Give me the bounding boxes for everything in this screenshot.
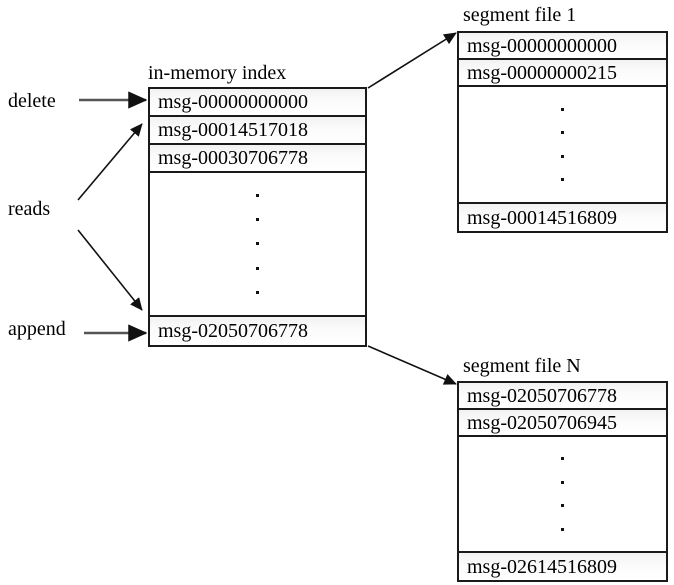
- arrow-reads-down-to-index: [77, 229, 143, 311]
- segment-row-label: msg-02614516809: [467, 555, 617, 578]
- index-row-label: msg-02050706778: [158, 320, 308, 342]
- in-memory-index-box: msg-00000000000 msg-00014517018 msg-0003…: [148, 87, 367, 347]
- in-memory-index-title: in-memory index: [148, 62, 287, 84]
- segment-row-label: msg-02050706945: [467, 411, 617, 434]
- segment-1-ellipsis-region: [459, 87, 666, 202]
- operation-label-append: append: [8, 318, 66, 340]
- vertical-ellipsis-icon: [459, 87, 666, 202]
- segment-row-label: msg-00000000000: [467, 34, 617, 57]
- arrow-index-to-segment-file-n: [367, 345, 457, 385]
- index-row-label: msg-00014517018: [158, 119, 308, 141]
- index-row-label: msg-00000000000: [158, 91, 308, 113]
- index-row[interactable]: msg-00030706778: [150, 145, 365, 173]
- arrow-reads-up-to-index: [77, 123, 143, 201]
- index-ellipsis-region: [150, 173, 365, 315]
- segment-row-last[interactable]: msg-02614516809: [459, 551, 666, 580]
- operation-label-delete: delete: [8, 90, 56, 112]
- segment-row[interactable]: msg-02050706778: [459, 383, 666, 410]
- operation-label-reads: reads: [8, 198, 51, 220]
- segment-row-label: msg-02050706778: [467, 384, 617, 407]
- segment-row[interactable]: msg-02050706945: [459, 410, 666, 437]
- segment-row-last[interactable]: msg-00014516809: [459, 202, 666, 231]
- segment-row-label: msg-00000000215: [467, 61, 617, 84]
- segment-n-ellipsis-region: [459, 437, 666, 551]
- segment-file-1-box: msg-00000000000 msg-00000000215 msg-0001…: [457, 31, 668, 233]
- vertical-ellipsis-icon: [459, 437, 666, 551]
- index-row[interactable]: msg-00014517018: [150, 117, 365, 145]
- segment-file-1-title: segment file 1: [463, 4, 577, 26]
- index-row-last[interactable]: msg-02050706778: [150, 315, 365, 345]
- segment-row-label: msg-00014516809: [467, 206, 617, 229]
- segment-row[interactable]: msg-00000000215: [459, 60, 666, 87]
- segment-file-n-title: segment file N: [463, 355, 581, 377]
- vertical-ellipsis-icon: [150, 173, 365, 315]
- segment-row[interactable]: msg-00000000000: [459, 33, 666, 60]
- segment-file-n-box: msg-02050706778 msg-02050706945 msg-0261…: [457, 381, 668, 582]
- arrow-index-to-segment-file-1: [367, 32, 457, 89]
- index-row[interactable]: msg-00000000000: [150, 89, 365, 117]
- index-row-label: msg-00030706778: [158, 147, 308, 169]
